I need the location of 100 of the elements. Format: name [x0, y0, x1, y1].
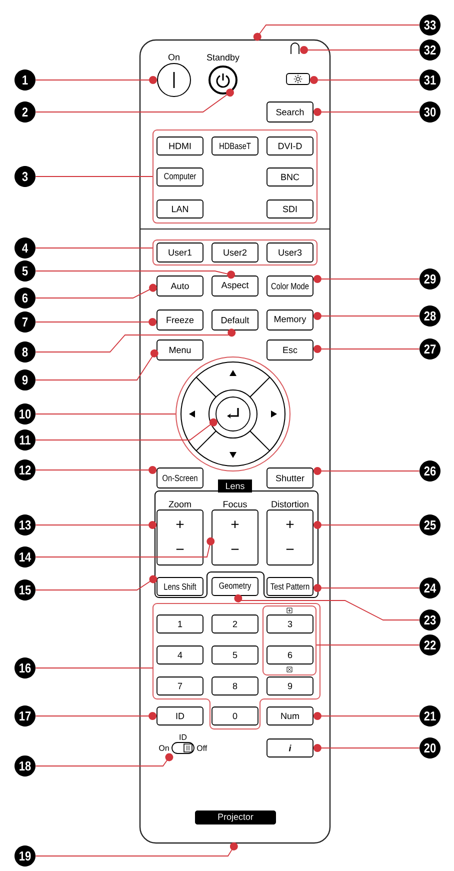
callout-number: 11: [14, 430, 36, 450]
leader-line: [35, 418, 218, 440]
callout-number: 21: [420, 706, 440, 726]
button: 7: [156, 676, 204, 696]
leader-line: [316, 644, 420, 646]
leader-line: [313, 312, 420, 320]
leader-line: [35, 88, 234, 112]
button: i: [266, 738, 314, 758]
leader-line: [35, 521, 157, 529]
button: Test Pattern: [266, 577, 314, 596]
node-label: Focus: [224, 501, 247, 508]
button: 0: [212, 706, 258, 726]
leader-line: [35, 466, 157, 474]
leader-line: [234, 594, 420, 620]
callout-number: 28: [420, 306, 440, 326]
button: ID: [156, 706, 204, 726]
group-outline: [152, 603, 320, 730]
callout-number: 9: [14, 370, 36, 390]
callout-number: 23: [420, 610, 440, 630]
callout-number: 8: [14, 342, 36, 362]
button: LAN: [156, 200, 204, 218]
button: Esc: [266, 340, 314, 360]
leader-line: [313, 712, 420, 720]
leader-line: [313, 584, 420, 592]
button: Freeze: [156, 310, 204, 330]
button: HDMI: [156, 136, 204, 156]
group-outline: [152, 240, 318, 266]
callout-number: 6: [14, 288, 36, 308]
button: HDBaseT: [212, 136, 258, 156]
callout-number: 14: [14, 546, 36, 568]
button: 6: [266, 646, 314, 664]
rocker-button: + − Distortion: [266, 500, 314, 566]
callout-number: 26: [420, 460, 440, 482]
callout-number: 4: [14, 238, 36, 258]
button: Num: [266, 706, 314, 726]
callout-number: 33: [420, 14, 440, 36]
button: Default: [212, 310, 258, 330]
badge: Projector: [195, 810, 276, 824]
node-label: Lens: [226, 482, 244, 490]
button: Color Mode: [266, 276, 314, 296]
callout-number: 10: [14, 404, 36, 424]
leader-line: [35, 318, 157, 326]
callout-number: 15: [14, 580, 36, 600]
button: SDI: [266, 200, 314, 218]
button: 5: [212, 646, 258, 664]
node-label: Distortion: [272, 500, 308, 508]
leader-line: [35, 328, 236, 352]
callout-number: 25: [420, 514, 440, 536]
leader-line: [313, 521, 420, 529]
leader-line: [253, 24, 420, 41]
button: 9: [266, 676, 314, 696]
leader-line: [35, 284, 157, 298]
callout-number: 13: [14, 514, 36, 536]
button: Shutter: [266, 468, 314, 488]
button: 1: [156, 614, 204, 634]
callout-number: 3: [14, 166, 36, 187]
leader-line: [35, 753, 174, 766]
button: Menu: [156, 340, 204, 360]
leader-line: [35, 176, 153, 177]
leader-line: [313, 108, 420, 116]
callout-number: 32: [420, 40, 440, 60]
callout-number: 16: [14, 658, 36, 678]
callout-number: 12: [14, 460, 36, 480]
callout-number: 17: [14, 706, 36, 726]
leader-line: [35, 842, 238, 856]
rocker-button: + − Zoom: [156, 501, 204, 566]
callout-number: 29: [420, 268, 440, 290]
leader-line: [310, 76, 420, 84]
leader-line: [35, 349, 158, 380]
button: Computer: [156, 168, 204, 186]
callout-number: 24: [420, 578, 440, 598]
button: Geometry: [212, 577, 258, 596]
leader-line: [313, 744, 420, 752]
leader-line: [35, 712, 157, 720]
button: BNC: [266, 168, 314, 186]
group-outline: [152, 130, 318, 224]
callout-number: 1: [14, 70, 36, 90]
button: User2: [212, 242, 258, 262]
callout-number: 22: [420, 634, 440, 656]
callout-number: 19: [14, 846, 36, 866]
button: 3: [266, 614, 314, 634]
button: Memory: [266, 310, 314, 330]
leader-line: [35, 270, 236, 279]
callout-number: 5: [14, 260, 36, 282]
button: Search: [266, 102, 314, 122]
button: 8: [212, 676, 258, 696]
button: Auto: [156, 276, 204, 296]
leader-line: [313, 467, 420, 475]
callout-number: 30: [420, 102, 440, 122]
round-button: Standby: [206, 54, 240, 94]
button: DVI-D: [266, 136, 314, 156]
button: 2: [212, 614, 258, 634]
callout-number: 20: [420, 738, 440, 758]
leader-line: [300, 46, 420, 54]
leader-line: [35, 575, 158, 590]
button: User1: [156, 242, 204, 262]
button: On-Screen: [156, 468, 204, 488]
button: User3: [266, 242, 314, 262]
button: Aspect: [212, 276, 258, 296]
button: Lens Shift: [156, 577, 204, 596]
